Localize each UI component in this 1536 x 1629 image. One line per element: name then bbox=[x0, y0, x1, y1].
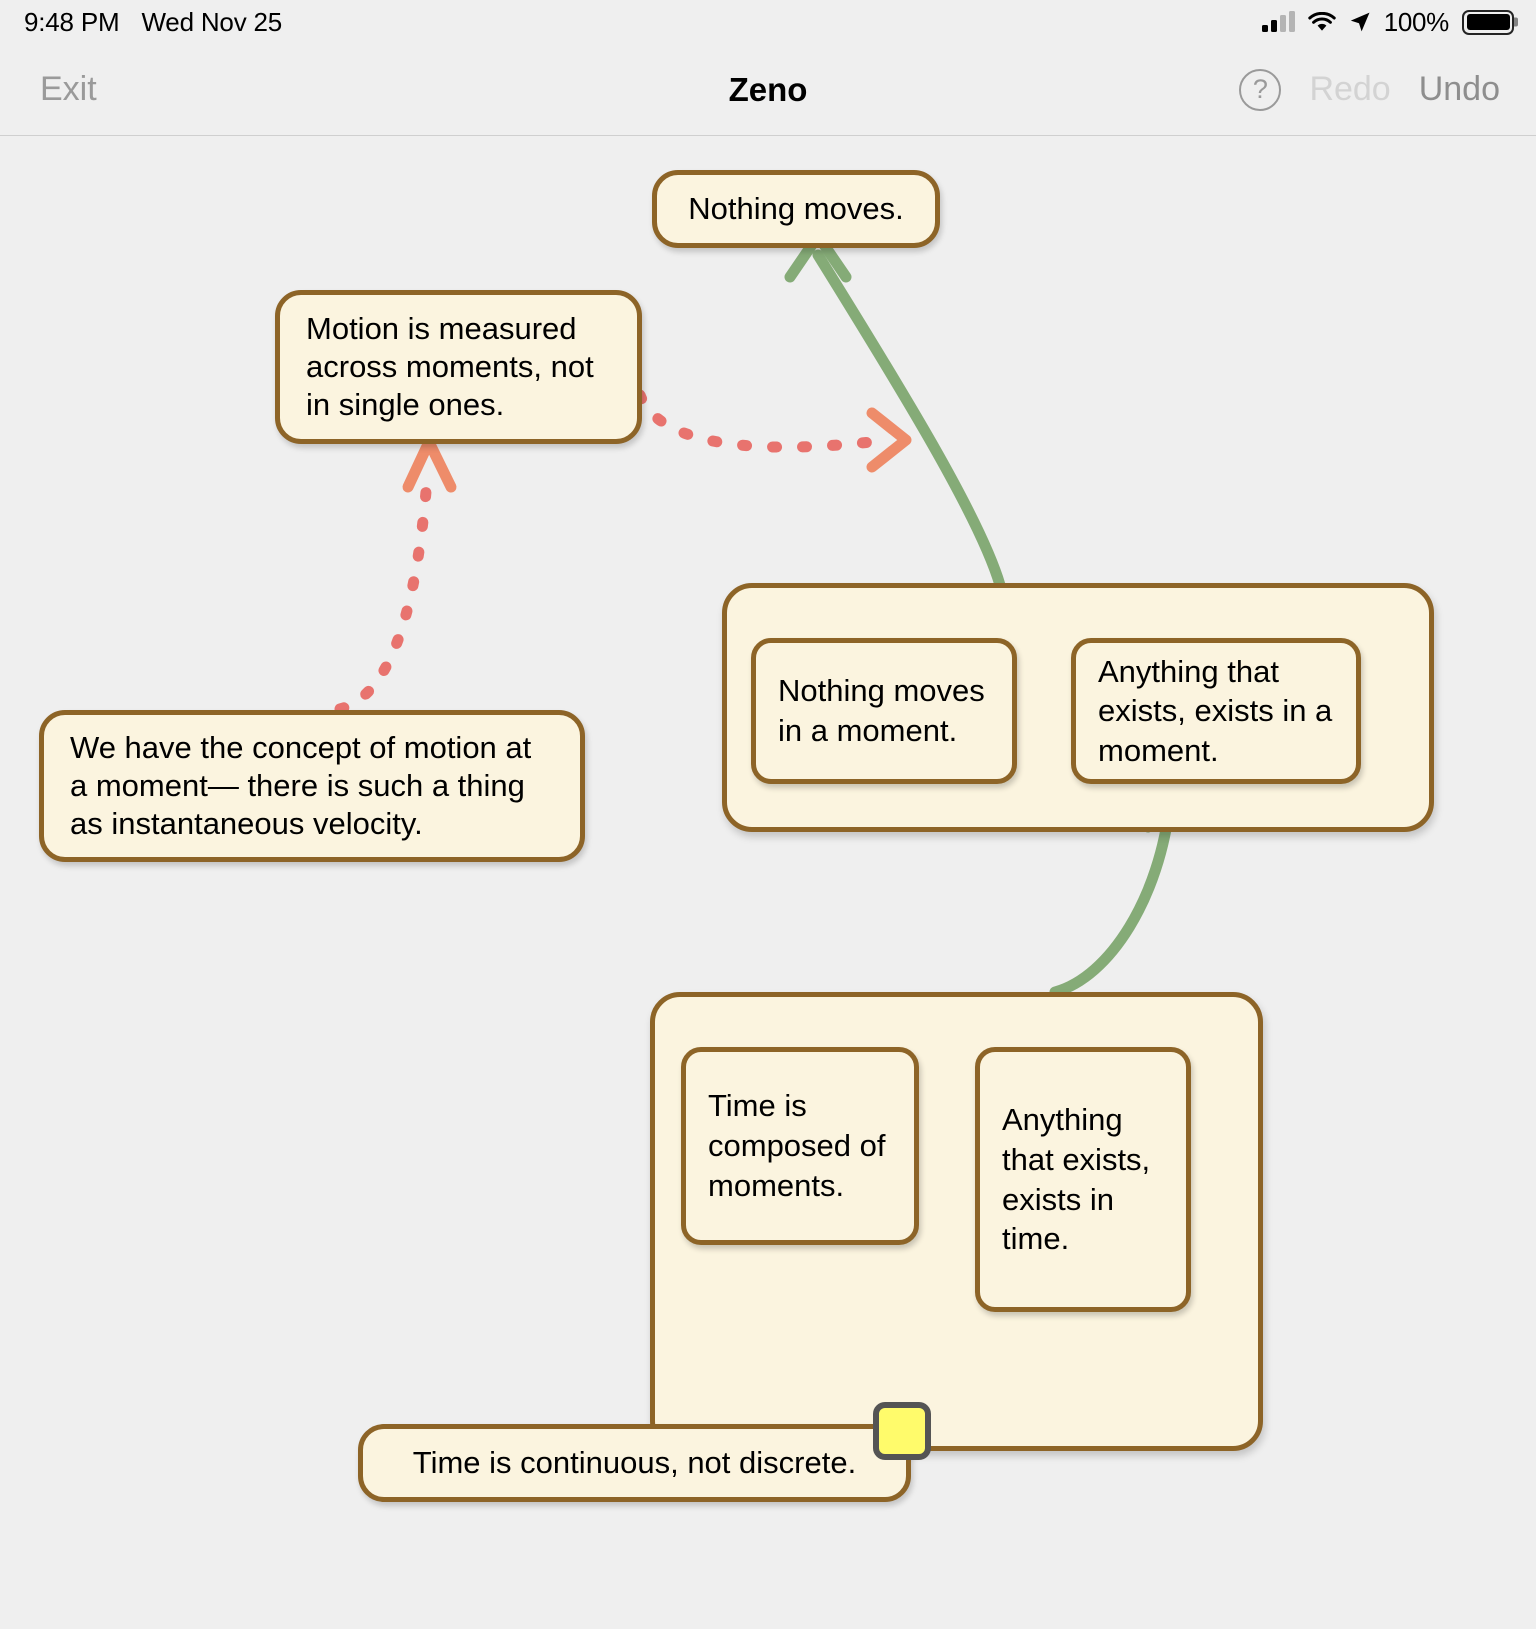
battery-percent-label: 100% bbox=[1383, 6, 1450, 37]
node-text: Anything that exists, exists in time. bbox=[1002, 1102, 1151, 1257]
node-nothing-moves-in-a-moment[interactable]: Nothing moves in a moment. bbox=[751, 638, 1017, 784]
argument-map-canvas[interactable]: Nothing moves. Motion is measured across… bbox=[0, 137, 1536, 1629]
page-title: Zeno bbox=[728, 70, 808, 108]
status-bar-right: 100% bbox=[1261, 6, 1514, 38]
node-text: Nothing moves in a moment. bbox=[778, 673, 985, 748]
group-time[interactable]: Time is composed of moments. Anything th… bbox=[650, 992, 1263, 1451]
node-exists-in-a-moment[interactable]: Anything that exists, exists in a moment… bbox=[1071, 638, 1361, 784]
exit-button[interactable]: Exit bbox=[40, 70, 97, 108]
edge-objection-motion-measured-to-moment-group bbox=[634, 389, 912, 473]
help-icon[interactable]: ? bbox=[1239, 68, 1282, 111]
node-concept-of-motion[interactable]: We have the concept of motion at a momen… bbox=[39, 710, 585, 862]
nav-bar-actions: ? Redo Undo bbox=[1239, 68, 1500, 111]
drag-handle[interactable] bbox=[873, 1402, 931, 1460]
node-text: Time is continuous, not discrete. bbox=[412, 1445, 857, 1481]
battery-icon bbox=[1462, 9, 1514, 35]
status-date: Wed Nov 25 bbox=[141, 6, 283, 37]
group-moment[interactable]: Nothing moves in a moment. Anything that… bbox=[722, 583, 1434, 832]
nav-bar: Exit Zeno ? Redo Undo bbox=[0, 44, 1536, 136]
node-motion-measured[interactable]: Motion is measured across moments, not i… bbox=[275, 290, 642, 444]
cellular-signal-icon bbox=[1261, 11, 1295, 32]
node-time-continuous[interactable]: Time is continuous, not discrete. bbox=[358, 1424, 911, 1502]
node-exists-in-time[interactable]: Anything that exists, exists in time. bbox=[975, 1047, 1191, 1312]
node-nothing-moves[interactable]: Nothing moves. bbox=[652, 170, 940, 248]
node-text: Nothing moves. bbox=[688, 191, 904, 227]
node-text: Motion is measured across moments, not i… bbox=[306, 311, 594, 422]
status-bar-left: 9:48 PM Wed Nov 25 bbox=[24, 7, 282, 38]
edge-objection-concept-of-motion-to-motion-measured bbox=[334, 436, 457, 715]
status-time: 9:48 PM bbox=[24, 6, 120, 37]
node-text: Anything that exists, exists in a moment… bbox=[1098, 653, 1333, 768]
edge-support-moment-group-to-nothing-moves bbox=[784, 230, 1006, 591]
node-time-composed-of-moments[interactable]: Time is composed of moments. bbox=[681, 1047, 919, 1245]
node-text: We have the concept of motion at a momen… bbox=[70, 730, 532, 841]
location-arrow-icon bbox=[1350, 12, 1370, 32]
node-text: Time is composed of moments. bbox=[708, 1088, 886, 1203]
undo-button[interactable]: Undo bbox=[1418, 70, 1500, 108]
status-bar: 9:48 PM Wed Nov 25 100% bbox=[0, 0, 1536, 44]
wifi-icon bbox=[1307, 11, 1336, 31]
redo-button[interactable]: Redo bbox=[1309, 70, 1391, 108]
